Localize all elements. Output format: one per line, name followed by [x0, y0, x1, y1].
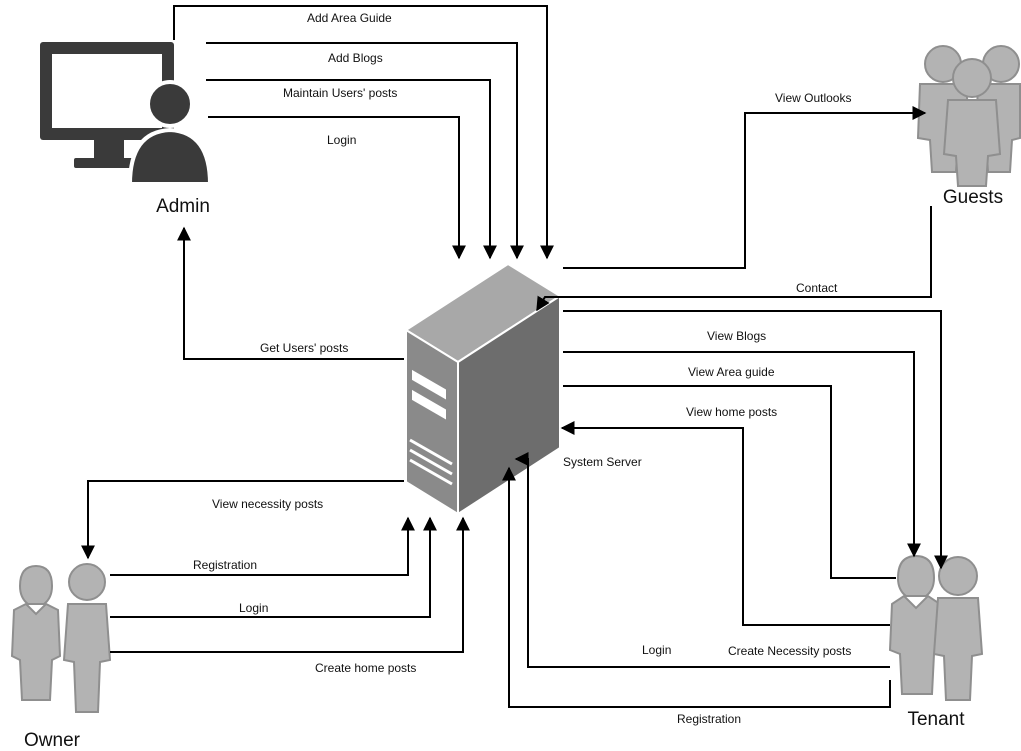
label-get-users-posts: Get Users' posts — [260, 341, 348, 355]
edge-add-area-guide — [173, 5, 554, 260]
edge-view-blogs — [563, 310, 948, 570]
edge-create-home-posts — [110, 516, 470, 653]
server-icon — [404, 262, 562, 516]
guests-icon — [916, 45, 1021, 187]
admin-icon — [40, 42, 213, 186]
label-view-outlooks: View Outlooks — [775, 91, 851, 105]
label-admin-login: Login — [327, 133, 356, 147]
admin-label: Admin — [156, 196, 210, 217]
owner-label: Owner — [24, 730, 81, 751]
edge-view-necessity-posts — [81, 480, 404, 560]
label-view-home-posts: View home posts — [686, 405, 777, 419]
edge-view-home-posts — [563, 385, 896, 579]
label-add-area-guide: Add Area Guide — [307, 11, 392, 25]
label-contact: Contact — [796, 281, 838, 295]
owner-icon — [10, 563, 112, 713]
edge-contact — [536, 206, 932, 312]
label-view-blogs: View Blogs — [707, 329, 766, 343]
server-label: System Server — [563, 455, 642, 469]
tenant-icon — [888, 554, 984, 701]
label-view-area-guide: View Area guide — [688, 365, 775, 379]
edge-view-area-guide — [563, 351, 921, 558]
edge-owner-registration — [110, 516, 415, 576]
edge-add-blogs — [206, 42, 524, 260]
label-tenant-registration: Registration — [677, 712, 741, 726]
label-owner-login: Login — [239, 601, 268, 615]
label-create-home-posts: Create home posts — [315, 661, 416, 675]
guests-label: Guests — [943, 187, 1003, 208]
edge-tenant-registration — [502, 466, 891, 708]
edge-get-users-posts — [177, 226, 404, 360]
label-view-necessity-posts: View necessity posts — [212, 497, 323, 511]
edge-tenant-login — [514, 452, 890, 668]
edge-maintain-users-posts — [206, 79, 497, 260]
label-owner-registration: Registration — [193, 558, 257, 572]
edge-owner-login — [110, 516, 437, 618]
edge-view-outlooks — [563, 106, 927, 269]
edge-create-necessity-posts — [560, 421, 890, 626]
label-create-necessity-posts: Create Necessity posts — [728, 644, 851, 658]
label-maintain-users-posts: Maintain Users' posts — [283, 86, 397, 100]
label-tenant-login: Login — [642, 643, 671, 657]
label-add-blogs: Add Blogs — [328, 51, 383, 65]
edge-admin-login — [208, 116, 466, 260]
tenant-label: Tenant — [907, 709, 965, 730]
